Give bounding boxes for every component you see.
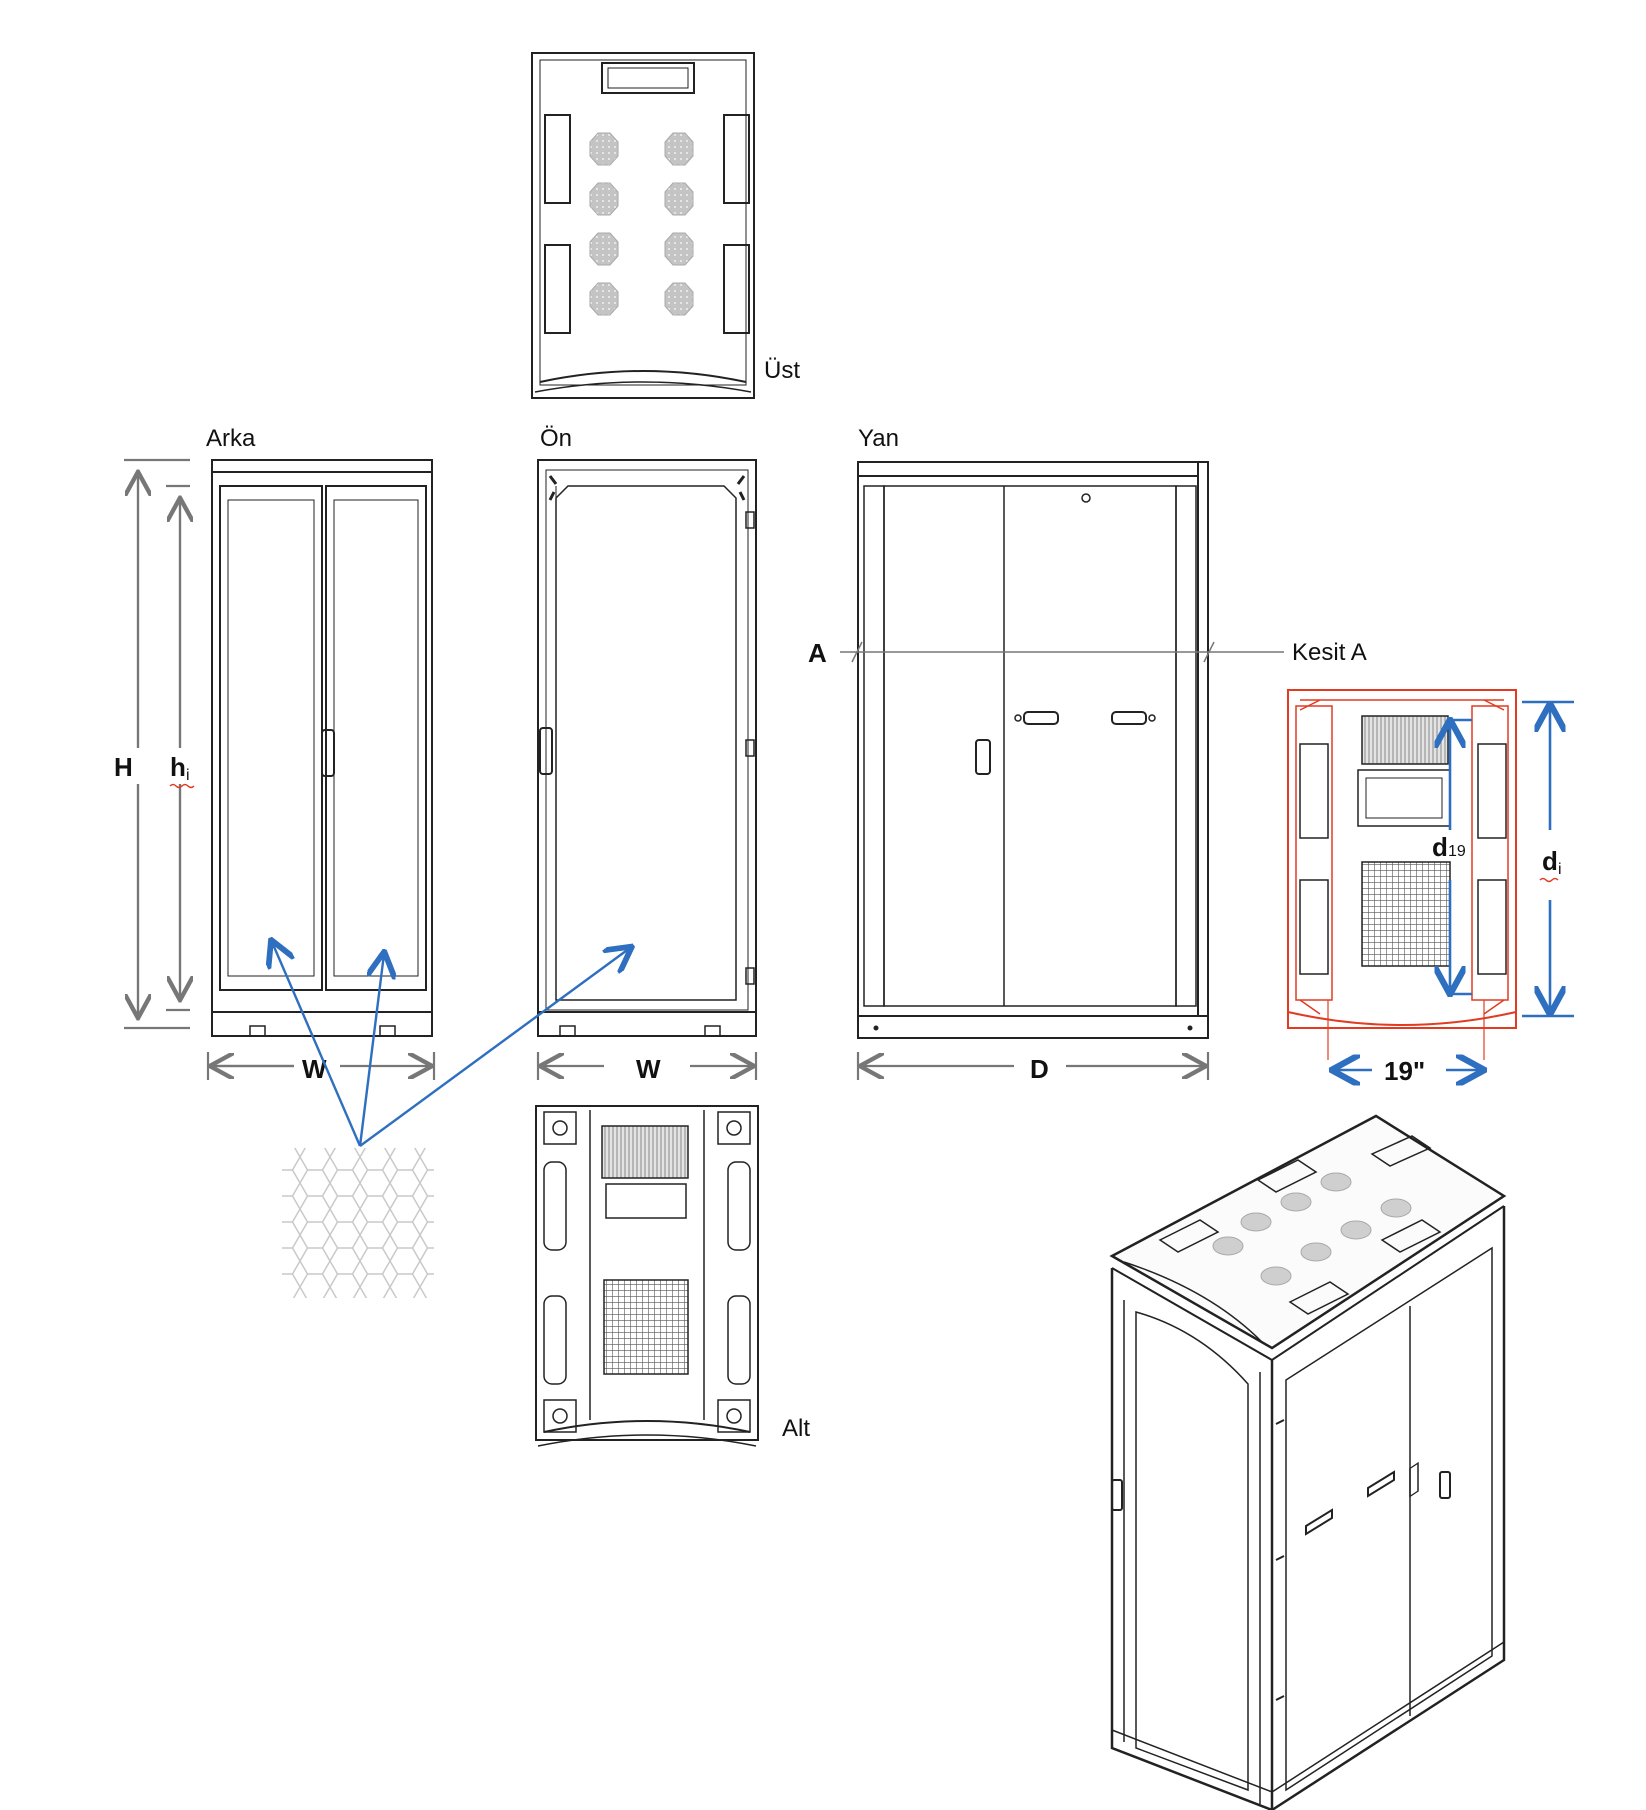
height-dimensions: [124, 458, 190, 1030]
dimension-H: H: [114, 752, 133, 782]
hexagon-mesh-pattern-icon: [282, 1148, 434, 1298]
section-a-view: [1287, 689, 1517, 1060]
mesh-callout-arrows: [272, 942, 630, 1147]
top-view: [531, 52, 755, 399]
rear-view: [211, 459, 433, 1037]
front-view: [537, 459, 757, 1037]
isometric-view: [1109, 1114, 1507, 1810]
dimension-hi-subscript: i: [186, 767, 190, 784]
side-view: [857, 461, 1209, 1039]
label-front-view: Ön: [540, 425, 572, 452]
dimension-D: D: [1030, 1054, 1049, 1084]
dimension-W-front: W: [636, 1054, 661, 1084]
top-vent-holes: [589, 132, 694, 316]
bottom-view: [535, 1105, 759, 1447]
dimension-d19-subscript: 19: [1448, 843, 1466, 860]
label-rear-view: Arka: [206, 425, 256, 452]
label-top-view: Üst: [764, 357, 800, 384]
section-dimensions: [1334, 700, 1574, 1070]
front-width-dimension: [536, 1052, 758, 1080]
dimension-19-inch: 19": [1384, 1056, 1425, 1086]
dimension-hi: h: [170, 752, 186, 782]
label-side-view: Yan: [858, 425, 899, 452]
dimension-d19: d: [1432, 832, 1448, 862]
label-section-view: Kesit A: [1292, 639, 1367, 666]
label-bottom-view: Alt: [782, 1415, 810, 1442]
dimension-di: d: [1542, 846, 1558, 876]
section-a-inner-parts: [1299, 715, 1507, 975]
section-marker-A: A: [808, 638, 827, 668]
depth-dimension: [856, 1052, 1210, 1080]
rear-width-dimension: [206, 1052, 436, 1080]
dimension-di-subscript: i: [1558, 861, 1562, 878]
